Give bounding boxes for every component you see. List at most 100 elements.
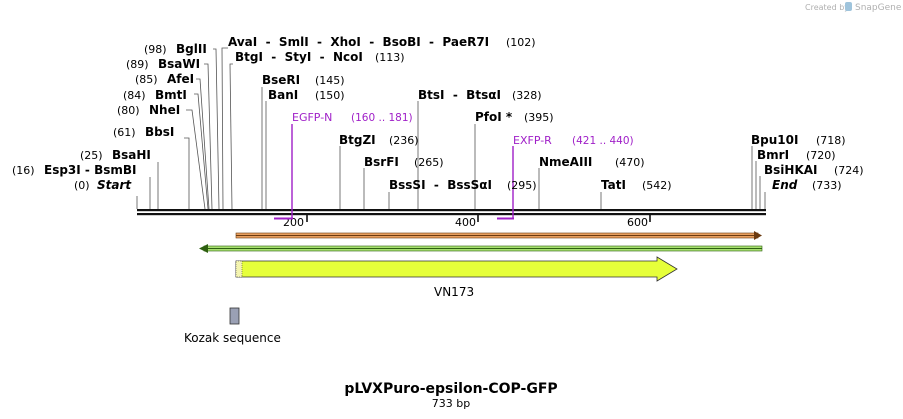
site-bbsi[interactable]: (61) BbsI — [113, 125, 174, 139]
site-btgzi[interactable]: BtgZI (236) — [339, 133, 419, 147]
site-esp3i-name: Esp3I - BsmBI — [44, 163, 136, 177]
site-start[interactable]: (0) Start — [74, 178, 132, 192]
leader-bbsi — [184, 137, 190, 209]
tick-label-600: 600 — [627, 216, 648, 229]
leader-bmti — [194, 93, 209, 210]
site-bani-position: (150) — [315, 89, 345, 102]
site-start-name: Start — [97, 178, 132, 192]
site-avai-name: AvaI - SmlI - XhoI - BsoBI - PaeR7I — [228, 35, 489, 49]
site-bsawi-name: BsaWI — [158, 57, 200, 71]
site-bmri-position: (720) — [806, 149, 836, 162]
site-bani[interactable]: BanI (150) — [268, 88, 345, 102]
site-bmri[interactable]: BmrI (720) — [757, 148, 836, 162]
site-bmti-position: (84) — [123, 89, 146, 102]
feature-vn173[interactable]: VN173 — [235, 256, 678, 299]
site-nmeaiii-name: NmeAIII — [539, 155, 592, 169]
site-avai-position: (102) — [506, 36, 536, 49]
site-leader-lines — [136, 47, 766, 210]
site-bmti-name: BmtI — [155, 88, 187, 102]
site-nhei-position: (80) — [117, 104, 140, 117]
credit-brand: SnapGene — [855, 3, 902, 13]
site-btgzi-name: BtgZI — [339, 133, 376, 147]
feature-kozak-label: Kozak sequence — [184, 331, 281, 345]
primer-egfp-n-name: EGFP-N — [292, 111, 332, 124]
site-pfoi-name: PfoI * — [475, 110, 513, 124]
map-length: 733 bp — [432, 397, 470, 410]
site-bpu10i-name: Bpu10I — [751, 133, 798, 147]
site-bpu10i-position: (718) — [816, 134, 846, 147]
site-btsi-position: (328) — [512, 89, 542, 102]
site-bmri-name: BmrI — [757, 148, 789, 162]
vn173-start-segment — [235, 260, 243, 278]
site-pfoi-position: (395) — [524, 111, 554, 124]
site-esp3i-bsmbi[interactable]: (16) Esp3I - BsmBI — [12, 163, 136, 177]
site-pfoi[interactable]: PfoI * (395) — [475, 110, 554, 124]
site-bsrfi-name: BsrFI — [364, 155, 399, 169]
site-bsahi-position: (25) — [80, 149, 103, 162]
leader-bsawi — [204, 63, 213, 210]
sequence-backbone: 200 400 600 — [137, 209, 766, 229]
site-tati-name: TatI — [601, 178, 626, 192]
primer-egfp-n[interactable]: EGFP-N (160 .. 181) — [274, 111, 413, 220]
site-esp3i-position: (16) — [12, 164, 35, 177]
site-nmeaiii[interactable]: NmeAIII (470) — [539, 155, 645, 169]
leader-nhei — [186, 109, 206, 210]
site-bsihkai[interactable]: BsiHKAI (724) — [764, 163, 864, 177]
site-bseri-position: (145) — [315, 74, 345, 87]
site-bsssi-name: BssSI - BssSαI — [389, 178, 492, 192]
site-bbsi-position: (61) — [113, 126, 136, 139]
site-bglii-name: BglII — [176, 42, 207, 56]
site-bsawi-position: (89) — [126, 58, 149, 71]
site-afei-position: (85) — [135, 73, 158, 86]
site-afei-name: AfeI — [167, 72, 194, 86]
site-bsrfi-position: (265) — [414, 156, 444, 169]
site-bbsi-name: BbsI — [145, 125, 174, 139]
leader-btgi — [229, 63, 233, 210]
forward-strand-arrow[interactable] — [235, 231, 762, 240]
site-bsawi[interactable]: (89) BsaWI — [126, 57, 200, 71]
site-nhei[interactable]: (80) NheI — [117, 103, 180, 117]
primer-egfp-n-range: (160 .. 181) — [351, 112, 413, 124]
map-title: pLVXPuro-epsilon-COP-GFP — [344, 381, 557, 397]
site-btgi-name: BtgI - StyI - NcoI — [235, 50, 363, 64]
site-bsssi-group[interactable]: BssSI - BssSαI (295) — [389, 178, 537, 192]
site-bglii-position: (98) — [144, 43, 167, 56]
site-bpu10i[interactable]: Bpu10I (718) — [751, 133, 846, 147]
primer-exfp-r-range: (421 .. 440) — [572, 135, 634, 147]
site-bsssi-position: (295) — [507, 179, 537, 192]
primer-exfp-r-name: EXFP-R — [513, 134, 552, 147]
site-btgi-group[interactable]: BtgI - StyI - NcoI (113) — [235, 50, 405, 64]
site-avai-group[interactable]: AvaI - SmlI - XhoI - BsoBI - PaeR7I (102… — [228, 35, 536, 49]
primer-exfp-r[interactable]: EXFP-R (421 .. 440) — [497, 134, 634, 220]
site-end-name: End — [772, 178, 798, 192]
site-bsihkai-position: (724) — [834, 164, 864, 177]
site-bsahi-name: BsaHI — [112, 148, 151, 162]
site-start-position: (0) — [74, 179, 90, 192]
site-tati[interactable]: TatI (542) — [601, 178, 672, 192]
reverse-strand-arrow[interactable] — [199, 244, 763, 253]
site-nmeaiii-position: (470) — [615, 156, 645, 169]
credit-prefix: Created by — [805, 3, 849, 12]
leader-afei — [196, 78, 210, 210]
leader-avai — [221, 47, 228, 210]
tick-label-400: 400 — [455, 216, 476, 229]
site-btsi-group[interactable]: BtsI - BtsαI (328) — [418, 88, 542, 102]
snapgene-logo-icon — [845, 2, 852, 11]
site-bsrfi[interactable]: BsrFI (265) — [364, 155, 444, 169]
site-bglii[interactable]: (98) BglII — [144, 42, 207, 56]
leader-bglii — [213, 48, 220, 210]
site-btgi-position: (113) — [375, 51, 405, 64]
feature-vn173-label: VN173 — [434, 285, 474, 299]
site-bseri[interactable]: BseRI (145) — [262, 73, 345, 87]
feature-kozak[interactable]: Kozak sequence — [184, 307, 281, 345]
site-nhei-name: NheI — [149, 103, 180, 117]
site-bmti[interactable]: (84) BmtI — [123, 88, 187, 102]
site-tati-position: (542) — [642, 179, 672, 192]
site-end[interactable]: End (733) — [772, 178, 842, 192]
site-bsihkai-name: BsiHKAI — [764, 163, 818, 177]
site-bani-name: BanI — [268, 88, 298, 102]
site-btgzi-position: (236) — [389, 134, 419, 147]
site-bsahi[interactable]: (25) BsaHI — [80, 148, 151, 162]
site-afei[interactable]: (85) AfeI — [135, 72, 194, 86]
